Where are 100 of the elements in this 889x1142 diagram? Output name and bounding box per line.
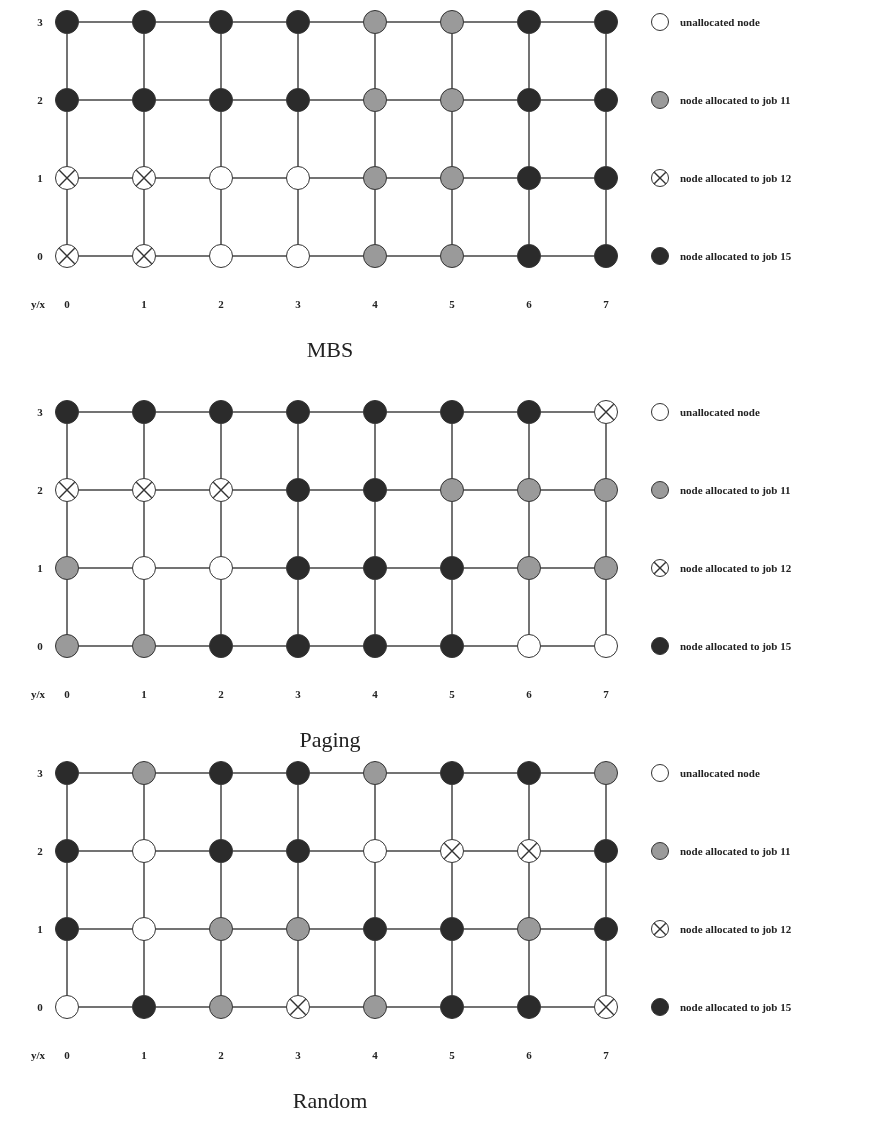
mesh-node	[55, 166, 79, 190]
mesh-node	[55, 634, 79, 658]
legend-text: node allocated to job 12	[680, 562, 792, 574]
mesh-link	[309, 411, 364, 413]
legend-text: node allocated to job 15	[680, 1001, 792, 1013]
mesh-link	[309, 99, 364, 101]
mesh-node	[55, 88, 79, 112]
mesh-link	[155, 772, 210, 774]
row-label: 1	[37, 562, 43, 574]
mesh-node	[55, 995, 79, 1019]
mesh-link	[66, 784, 68, 840]
mesh-node	[517, 917, 541, 941]
mesh-node	[286, 761, 310, 785]
mesh-link	[155, 411, 210, 413]
panel-title: MBS	[306, 337, 354, 363]
mesh-link	[78, 772, 133, 774]
mesh-link	[232, 177, 287, 179]
mesh-link	[220, 784, 222, 840]
row-label: 3	[37, 16, 43, 28]
mesh-link	[605, 940, 607, 996]
legend-text: node allocated to job 11	[680, 845, 791, 857]
mesh-link	[374, 111, 376, 167]
mesh-link	[386, 99, 441, 101]
column-label: 3	[295, 298, 301, 310]
axis-label: y/x	[30, 298, 46, 310]
mesh-node	[363, 88, 387, 112]
mesh-link	[78, 177, 133, 179]
mesh-link	[386, 928, 441, 930]
mesh-node	[132, 995, 156, 1019]
legend-text: node allocated to job 12	[680, 923, 792, 935]
mesh-node	[517, 88, 541, 112]
mesh-node	[132, 166, 156, 190]
mesh-node	[286, 917, 310, 941]
mesh-link	[463, 177, 518, 179]
mesh-node	[517, 400, 541, 424]
mesh-link	[528, 33, 530, 89]
mesh-link	[540, 567, 595, 569]
mesh-node	[55, 917, 79, 941]
row-label: 3	[37, 406, 43, 418]
mesh-node	[517, 761, 541, 785]
mesh-link	[540, 21, 595, 23]
mesh-link	[540, 99, 595, 101]
panel-title: Random	[292, 1088, 368, 1114]
mesh-link	[232, 21, 287, 23]
mesh-node	[132, 400, 156, 424]
column-label: 0	[64, 298, 70, 310]
legend-text: unallocated node	[680, 767, 760, 779]
mesh-node	[286, 166, 310, 190]
column-label: 7	[603, 1049, 609, 1061]
mesh-link	[309, 489, 364, 491]
mesh-link	[297, 33, 299, 89]
mesh-node	[286, 10, 310, 34]
mesh-node	[517, 556, 541, 580]
mesh-link	[143, 423, 145, 479]
mesh-link	[463, 489, 518, 491]
mesh-link	[540, 928, 595, 930]
mesh-link	[155, 489, 210, 491]
mesh-link	[78, 21, 133, 23]
mesh-node	[363, 634, 387, 658]
mesh-link	[155, 99, 210, 101]
mesh-link	[297, 784, 299, 840]
mesh-link	[220, 501, 222, 557]
mesh-node	[517, 166, 541, 190]
mesh-link	[309, 21, 364, 23]
mesh-node	[209, 400, 233, 424]
legend-text: node allocated to job 15	[680, 250, 792, 262]
mesh-link	[155, 645, 210, 647]
mesh-node	[594, 761, 618, 785]
mesh-link	[78, 255, 133, 257]
mesh-node	[55, 761, 79, 785]
mesh-link	[463, 1006, 518, 1008]
column-label: 6	[526, 1049, 532, 1061]
mesh-link	[463, 567, 518, 569]
mesh-node	[209, 166, 233, 190]
column-label: 2	[218, 688, 224, 700]
mesh-node	[209, 244, 233, 268]
mesh-node	[594, 839, 618, 863]
mesh-node	[132, 634, 156, 658]
mesh-link	[540, 255, 595, 257]
mesh-node	[440, 244, 464, 268]
mesh-node	[55, 10, 79, 34]
mesh-link	[386, 1006, 441, 1008]
mesh-link	[605, 111, 607, 167]
mesh-node	[363, 917, 387, 941]
mesh-node	[209, 88, 233, 112]
mesh-link	[540, 411, 595, 413]
mesh-link	[451, 33, 453, 89]
mesh-link	[451, 501, 453, 557]
mesh-node	[209, 917, 233, 941]
mesh-link	[451, 862, 453, 918]
row-label: 2	[37, 845, 43, 857]
mesh-link	[605, 33, 607, 89]
mesh-link	[143, 940, 145, 996]
mesh-link	[386, 567, 441, 569]
column-label: 5	[449, 688, 455, 700]
mesh-link	[232, 99, 287, 101]
mesh-link	[386, 411, 441, 413]
mesh-link	[78, 411, 133, 413]
mesh-link	[155, 928, 210, 930]
mesh-link	[66, 501, 68, 557]
